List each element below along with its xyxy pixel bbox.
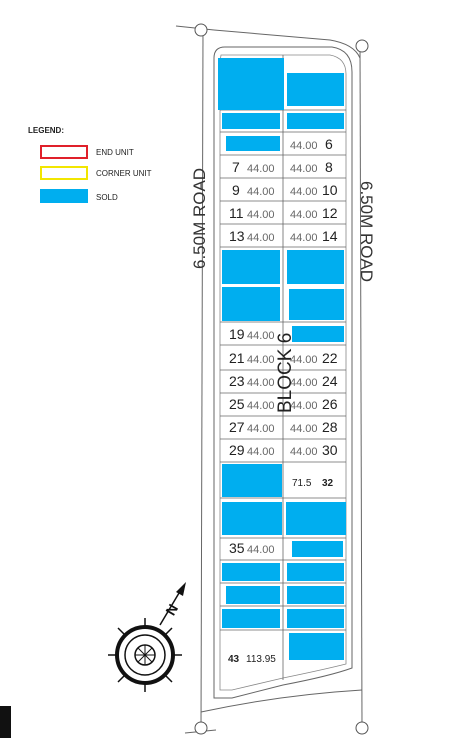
lot-number: 35 [229,540,245,556]
sold-lot [289,289,344,320]
legend-label-corner-unit: CORNER UNIT [96,169,152,178]
sold-lot [226,586,280,604]
lot-area: 44.00 [290,423,318,435]
sold-lot [226,136,280,151]
lot-number: 23 [229,373,245,389]
lot-area: 44.00 [290,140,318,152]
sold-lot [222,287,280,321]
lot-area: 71.5 [292,478,312,489]
lot-number: 24 [322,373,338,389]
lot-area: 44.00 [290,400,318,412]
lot-area: 44.00 [290,354,318,366]
lot-number: 21 [229,350,245,366]
lot-area: 44.00 [247,232,275,244]
sold-lot [222,502,282,535]
left-road-label: 6.50M ROAD [190,167,209,269]
sold-lot [289,633,344,660]
lot-number: 7 [232,159,240,175]
sold-lots [218,58,346,660]
lot-number: 12 [322,205,338,221]
sold-lot [222,563,280,581]
sold-lot [222,609,280,628]
lot-area: 44.00 [247,209,275,221]
block-label: BLOCK 6 [275,332,296,413]
lot-number: 19 [229,326,245,342]
block-outline [213,46,353,699]
lot-area: 44.00 [247,544,275,556]
lot-area: 44.00 [247,186,275,198]
lot-number: 11 [229,205,244,221]
lot-area: 44.00 [247,400,275,412]
sold-lot [286,502,346,535]
lot-area: 44.00 [290,186,318,198]
legend-swatch-corner-unit [40,166,88,180]
corner-overlay [0,706,11,738]
sold-lot [287,563,344,581]
lot-area: 44.00 [290,232,318,244]
lot-area: 44.00 [247,377,275,389]
lot-number: 9 [232,182,240,198]
lot-area: 44.00 [247,354,275,366]
lot-number: 29 [229,442,245,458]
legend-label-end-unit: END UNIT [96,148,134,157]
lot-labels: 44.00 6 7 44.00 44.00 8 9 44.00 44.00 10… [228,136,338,665]
sold-lot [218,58,284,110]
survey-marker [355,39,369,53]
sold-lot [287,609,344,628]
legend-title: LEGEND: [28,126,64,135]
sold-lot [292,326,344,342]
lot-number: 32 [322,478,334,489]
survey-marker [355,721,369,735]
lot-area: 44.00 [247,330,275,342]
sold-lot [287,586,344,604]
lot-number: 10 [322,182,338,198]
sold-lot [222,113,280,129]
lot-area: 44.00 [290,446,318,458]
right-road-label: 6.50M ROAD [357,181,376,283]
survey-marker [194,23,208,37]
lot-area: 44.00 [247,423,275,435]
lot-area: 44.00 [290,163,318,175]
lot-area: 44.00 [290,377,318,389]
lot-area: 44.00 [247,446,275,458]
compass-inner-ring [124,634,166,676]
survey-marker [194,721,208,735]
lot-grid [220,55,346,680]
sold-lot [287,250,344,284]
lot-number: 27 [229,419,245,435]
lot-number: 13 [229,228,245,244]
lot-number: 43 [228,654,240,665]
lot-number: 26 [322,396,338,412]
legend-swatch-end-unit [40,145,88,159]
legend-swatch-sold [40,189,88,203]
sold-lot [287,73,344,106]
sold-lot [222,250,280,284]
lot-number: 8 [325,159,333,175]
sold-lot [292,541,343,557]
sold-lot [222,464,282,497]
legend-label-sold: SOLD [96,193,118,202]
north-arrow-icon [176,582,186,596]
compass-rose [108,582,186,692]
lot-number: 14 [322,228,338,244]
lot-area: 44.00 [290,209,318,221]
lot-area: 44.00 [247,163,275,175]
lot-number: 30 [322,442,338,458]
lot-number: 25 [229,396,245,412]
lot-number: 22 [322,350,338,366]
sold-lot [287,113,344,129]
lot-number: 28 [322,419,338,435]
lot-number: 6 [325,136,333,152]
lot-area: 113.95 [246,654,276,665]
